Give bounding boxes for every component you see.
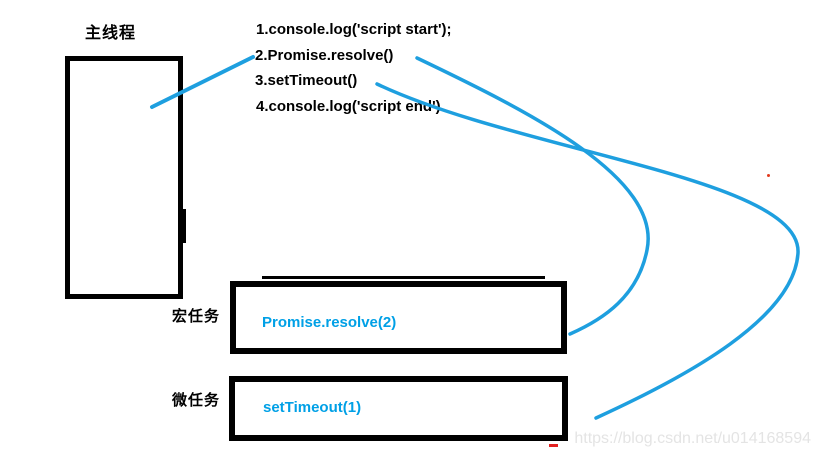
- micro-task-queue-box: [229, 376, 568, 441]
- micro-task-label: 微任务: [172, 392, 221, 409]
- macro-task-queue-box: [230, 281, 567, 354]
- stray-red-dash: [549, 444, 558, 447]
- macro-queue-item-text: Promise.resolve(2): [262, 314, 397, 331]
- code-line-1: 1.console.log('script start');: [256, 21, 452, 38]
- macro-box-double-stroke: [262, 276, 545, 279]
- curve-settimeout-to-micro-queue: [375, 82, 800, 420]
- micro-queue-item-text: setTimeout(1): [263, 399, 362, 416]
- watermark-url: https://blog.csdn.net/u014168594: [574, 430, 811, 447]
- main-thread-box: [65, 56, 183, 299]
- code-line-2: 2.Promise.resolve(): [255, 47, 394, 64]
- code-line-4: 4.console.log('script end'): [256, 98, 441, 115]
- code-line-3: 3.setTimeout(): [255, 72, 358, 89]
- macro-task-label: 宏任务: [172, 308, 221, 325]
- stray-red-dot: [767, 174, 770, 177]
- main-thread-box-notch: [180, 209, 186, 243]
- main-thread-label: 主线程: [85, 25, 137, 42]
